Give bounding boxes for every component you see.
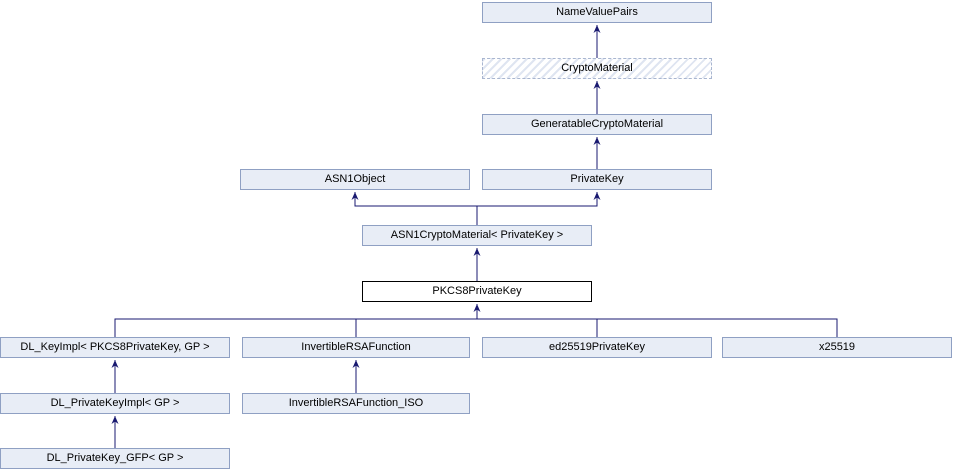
class-node-cryptomaterial: CryptoMaterial xyxy=(482,58,712,79)
class-node-dlprivatekeyimpl[interactable]: DL_PrivateKeyImpl< GP > xyxy=(0,393,230,414)
class-node-pkcs8privatekey-current: PKCS8PrivateKey xyxy=(362,281,592,302)
class-node-asn1object[interactable]: ASN1Object xyxy=(240,169,470,190)
class-node-namevaluepairs[interactable]: NameValuePairs xyxy=(482,2,712,23)
edge-children-trunk xyxy=(114,318,838,337)
class-node-x25519[interactable]: x25519 xyxy=(722,337,952,358)
class-node-dlkeyimpl[interactable]: DL_KeyImpl< PKCS8PrivateKey, GP > xyxy=(0,337,230,358)
class-node-privatekey[interactable]: PrivateKey xyxy=(482,169,712,190)
class-node-invertiblersafunction-iso[interactable]: InvertibleRSAFunction_ISO xyxy=(242,393,470,414)
class-node-generatablecryptomaterial[interactable]: GeneratableCryptoMaterial xyxy=(482,114,712,135)
edge-asn1cryptomaterial-asn1object xyxy=(351,192,478,225)
class-node-ed25519privatekey[interactable]: ed25519PrivateKey xyxy=(482,337,712,358)
class-node-dlprivatekeygfp[interactable]: DL_PrivateKey_GFP< GP > xyxy=(0,448,230,469)
class-node-invertiblersafunction[interactable]: InvertibleRSAFunction xyxy=(242,337,470,358)
class-node-asn1cryptomaterial[interactable]: ASN1CryptoMaterial< PrivateKey > xyxy=(362,225,592,246)
edge-asn1cryptomaterial-privatekey xyxy=(477,192,601,207)
